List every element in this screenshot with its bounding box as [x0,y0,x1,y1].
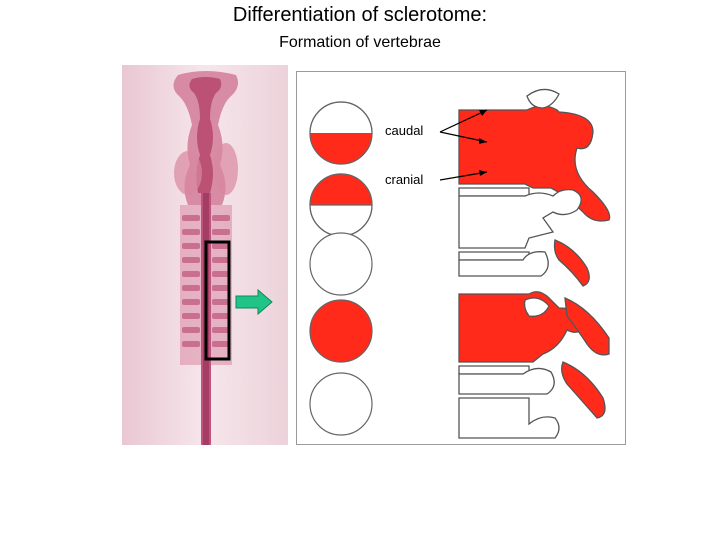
sclerotome-circle-empty [310,233,372,295]
vertebra-body-white [459,190,581,248]
cranial-label: cranial [385,172,423,187]
vertebrae-diagram [297,72,625,444]
caudal-label: caudal [385,123,423,138]
vertebrae-diagram-panel: caudal cranial [296,71,626,445]
page-subtitle: Formation of vertebrae [0,34,720,52]
sclerotome-circle-caudal [310,102,372,164]
sclerotome-circle-cranial [310,174,372,236]
sclerotome-circle-full [310,300,372,362]
page-title: Differentiation of sclerotome: [0,4,720,27]
embryo-photo [122,65,288,445]
sclerotome-circle-empty-2 [310,373,372,435]
